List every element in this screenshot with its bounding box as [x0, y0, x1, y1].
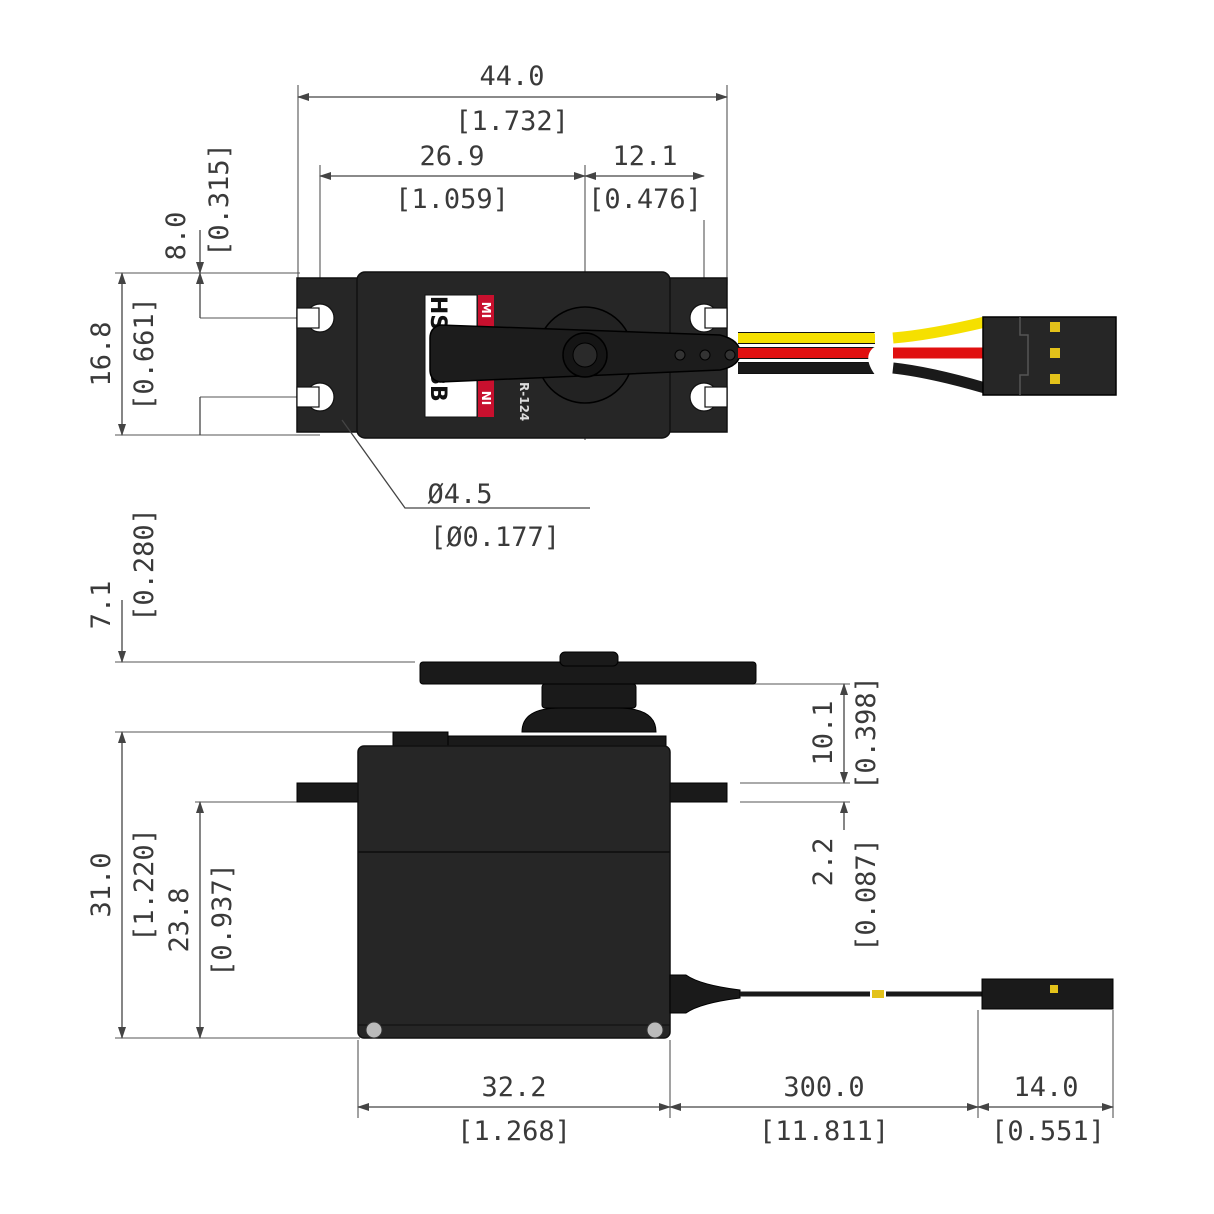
dim-connector-length-in: [0.551] — [991, 1116, 1105, 1147]
dim-shaft-to-mount-mm: 12.1 — [612, 141, 677, 172]
dim-wire-length-in: [11.811] — [759, 1116, 889, 1147]
dim-case-length-mm: 32.2 — [481, 1072, 546, 1103]
horn-marking: R-124 — [517, 382, 531, 421]
dim-mount-spacing-in: [0.661] — [129, 297, 160, 411]
dim-mount-to-shaft-mm: 26.9 — [419, 141, 484, 172]
dim-mount-to-shaft-in: [1.059] — [395, 184, 509, 215]
dim-ear-offset-mm: 8.0 — [161, 212, 192, 261]
servo-cable-top — [738, 316, 987, 394]
dim-flange-height-mm: 23.8 — [164, 887, 195, 952]
dim-flange-height-in: [0.937] — [207, 863, 238, 977]
dim-case-height-in: [1.220] — [129, 828, 160, 942]
dim-horn-height-in: [0.280] — [129, 508, 160, 622]
servo-connector-top — [982, 316, 1117, 396]
output-spline — [541, 683, 637, 709]
dim-spline-height-mm: 10.1 — [808, 700, 839, 765]
dim-case-height-mm: 31.0 — [86, 852, 117, 917]
brand-bottom-text: NI — [479, 391, 493, 406]
servo-connector-side — [981, 978, 1114, 1010]
dim-mount-spacing-mm: 16.8 — [86, 321, 117, 386]
dim-ear-offset-in: [0.315] — [204, 143, 235, 257]
output-shaft-screw — [572, 342, 598, 368]
case-body-side — [357, 745, 671, 1039]
cable-grommet — [669, 974, 741, 1014]
dim-overall-width-in: [1.732] — [455, 106, 569, 137]
dim-spline-height-in: [0.398] — [851, 676, 882, 790]
dim-wire-length-mm: 300.0 — [783, 1072, 864, 1103]
dim-horn-height-mm: 7.1 — [86, 581, 117, 630]
dim-hole-diameter-in: [Ø0.177] — [430, 522, 560, 553]
dim-flange-thickness-in: [0.087] — [851, 838, 882, 952]
dim-flange-thickness-mm: 2.2 — [808, 838, 839, 887]
dim-connector-length-mm: 14.0 — [1013, 1072, 1078, 1103]
model-top-text: HS — [425, 296, 450, 330]
dim-overall-width-mm: 44.0 — [479, 61, 544, 92]
dim-shaft-to-mount-in: [0.476] — [588, 184, 702, 215]
top-view: MI NI HS BB R-124 — [86, 61, 1117, 553]
brand-top-text: MI — [479, 302, 493, 318]
side-view: 7.1 [0.280] 31.0 [1.220] 23.8 [0.937] 10… — [86, 508, 1114, 1147]
dim-case-length-in: [1.268] — [457, 1116, 571, 1147]
dim-hole-diameter-mm: Ø4.5 — [427, 479, 492, 510]
